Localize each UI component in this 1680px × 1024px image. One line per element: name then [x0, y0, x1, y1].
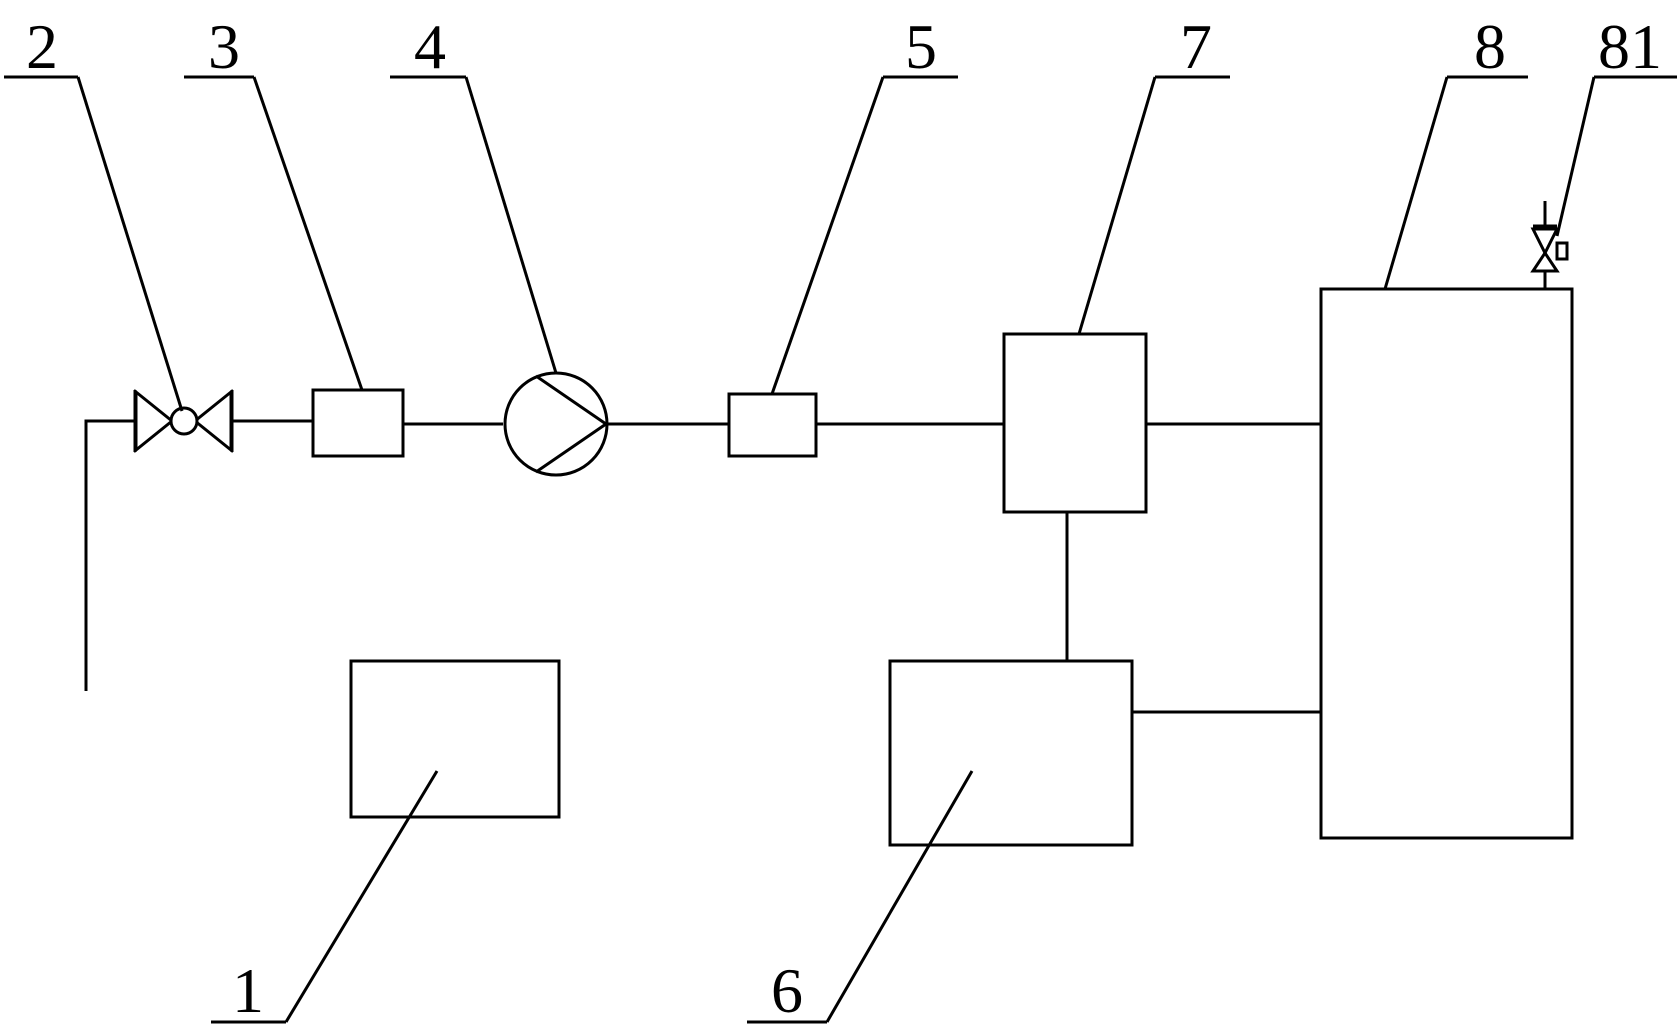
component-7-box — [1002, 332, 1148, 514]
component-6-box — [888, 659, 1134, 847]
label-7: 7 — [1180, 11, 1212, 82]
leader-lines — [4, 75, 1677, 1024]
component-8-tank — [1319, 287, 1574, 840]
pump-component-4 — [503, 371, 609, 477]
label-6: 6 — [771, 955, 803, 1024]
inlet-pipe — [84, 419, 134, 691]
label-4: 4 — [414, 11, 446, 82]
label-2: 2 — [26, 11, 58, 82]
component-1-box — [349, 659, 561, 819]
label-81: 81 — [1598, 11, 1662, 82]
component-5-box — [727, 392, 818, 458]
label-5: 5 — [905, 11, 937, 82]
label-3: 3 — [208, 11, 240, 82]
valve-component-2 — [133, 388, 234, 454]
label-1: 1 — [232, 955, 264, 1024]
label-8: 8 — [1474, 11, 1506, 82]
valve-component-81 — [1530, 201, 1569, 289]
component-3-box — [311, 388, 405, 458]
